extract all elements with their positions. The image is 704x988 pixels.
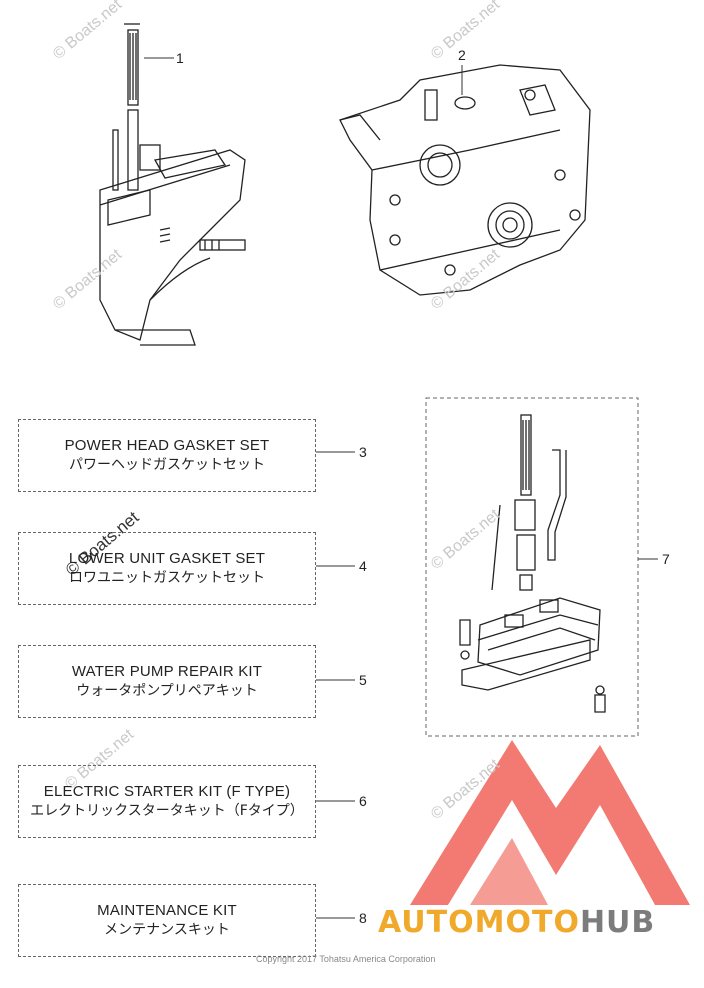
kit-box-maintenance-kit: MAINTENANCE KIT メンテナンスキット xyxy=(18,884,316,957)
callout-1: 1 xyxy=(176,50,184,66)
kit-box-electric-starter-kit: ELECTRIC STARTER KIT (F TYPE) エレクトリックスター… xyxy=(18,765,316,838)
kit-label-en: POWER HEAD GASKET SET xyxy=(64,437,270,454)
callout-4: 4 xyxy=(359,558,367,574)
kit-label-en: MAINTENANCE KIT xyxy=(97,902,237,919)
callout-3: 3 xyxy=(359,444,367,460)
kit-label-en: LOWER UNIT GASKET SET xyxy=(68,550,266,567)
callout-2: 2 xyxy=(458,47,466,63)
kit-box-power-head-gasket-set: POWER HEAD GASKET SET パワーヘッドガスケットセット xyxy=(18,419,316,492)
brand-part2: HUB xyxy=(579,905,656,940)
kit-label-ja: パワーヘッドガスケットセット xyxy=(69,457,265,473)
starter-kit-illustration xyxy=(459,414,606,713)
kit-7-dashed-frame xyxy=(425,397,639,737)
power-head-illustration xyxy=(339,64,591,296)
brand-part1: AUTOMOTO xyxy=(378,905,580,940)
brand-wordmark: AUTOMOTOHUB xyxy=(378,905,655,940)
copyright-notice: Copyright 2017 Tohatsu America Corporati… xyxy=(256,954,436,964)
callout-8: 8 xyxy=(359,910,367,926)
kit-label-en: WATER PUMP REPAIR KIT xyxy=(71,663,263,680)
kit-label-en: ELECTRIC STARTER KIT (F TYPE) xyxy=(43,783,291,800)
callout-6: 6 xyxy=(359,793,367,809)
kit-box-water-pump-repair-kit: WATER PUMP REPAIR KIT ウォータポンプリペアキット xyxy=(18,645,316,718)
kit-label-ja: メンテナンスキット xyxy=(104,922,230,938)
kit-label-ja: ウォータポンプリペアキット xyxy=(76,683,258,699)
kit-label-ja: ロワユニットガスケットセット xyxy=(69,570,265,586)
callout-7: 7 xyxy=(662,551,670,567)
callout-5: 5 xyxy=(359,672,367,688)
kit-label-ja: エレクトリックスタータキット（Fタイプ） xyxy=(30,803,304,819)
kit-box-lower-unit-gasket-set: LOWER UNIT GASKET SET ロワユニットガスケットセット xyxy=(18,532,316,605)
lower-unit-illustration xyxy=(99,23,246,346)
